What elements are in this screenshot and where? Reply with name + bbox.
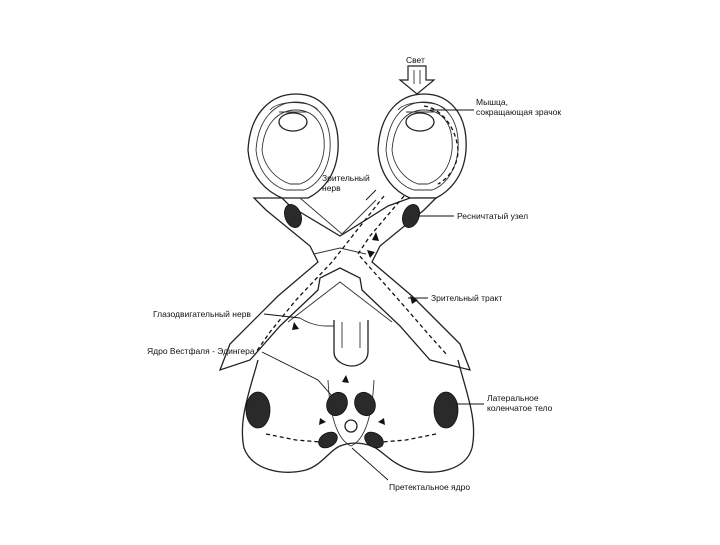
right-lateral-geniculate [434, 392, 458, 428]
left-edinger-westphal-nucleus [323, 389, 351, 419]
left-lateral-geniculate [246, 392, 270, 428]
lgn-label: Латеральное [487, 393, 539, 403]
optic-nerve-label-2: нерв [322, 183, 341, 193]
optic-pathway [220, 196, 470, 370]
right-pretectal-nucleus [362, 429, 386, 451]
optic-tract-label: Зрительный тракт [431, 293, 502, 303]
ciliary-ganglion-label: Ресничтатый узел [457, 211, 528, 221]
oculomotor-nerve-path [300, 318, 334, 326]
lgn-label-2: коленчатое тело [487, 403, 553, 413]
light-label: Свет [406, 55, 425, 65]
pupil-muscle-label: Мышца, [476, 97, 508, 107]
pupil-muscle-label-2: сокращающая зрачок [476, 107, 561, 117]
right-edinger-westphal-nucleus [351, 389, 379, 419]
oculomotor-nerve-label: Глазодвигательный нерв [153, 309, 251, 319]
pretectal-label: Претектальное ядро [389, 482, 470, 492]
light-arrow [400, 66, 434, 94]
edinger-westphal-label: Ядро Вестфаля - Эдингера [147, 346, 255, 356]
optic-nerve-label: Зрительный [322, 173, 370, 183]
